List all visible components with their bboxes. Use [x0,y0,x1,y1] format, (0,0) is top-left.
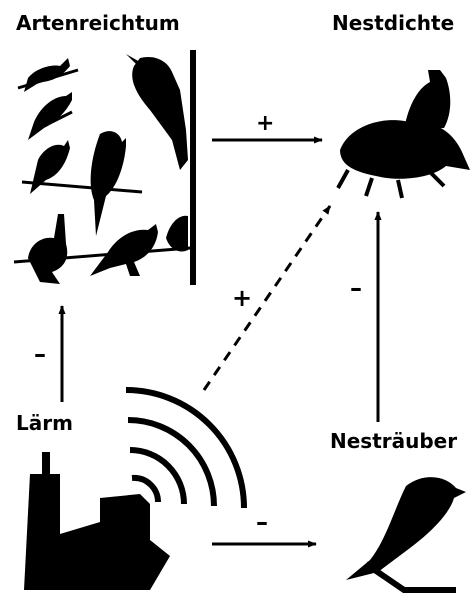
label-nest-density: Nestdichte [332,11,454,35]
sign-noise-to-density: + [232,284,252,312]
sign-noise-to-predator: – [256,508,268,536]
label-species-richness: Artenreichtum [16,11,180,35]
label-noise: Lärm [16,411,73,435]
edge-noise-to-density [204,206,330,390]
bird-on-nest-icon [338,70,470,198]
sign-predator-to-density: – [350,274,362,302]
factory-icon [24,452,170,590]
jay-bird-icon [346,477,466,590]
sound-waves-icon [126,390,244,508]
bird-silhouettes-icon [14,50,196,285]
label-nest-predator: Nesträuber [330,429,457,453]
sign-noise-to-richness: – [34,340,46,368]
sign-richness-to-density: + [256,111,274,136]
